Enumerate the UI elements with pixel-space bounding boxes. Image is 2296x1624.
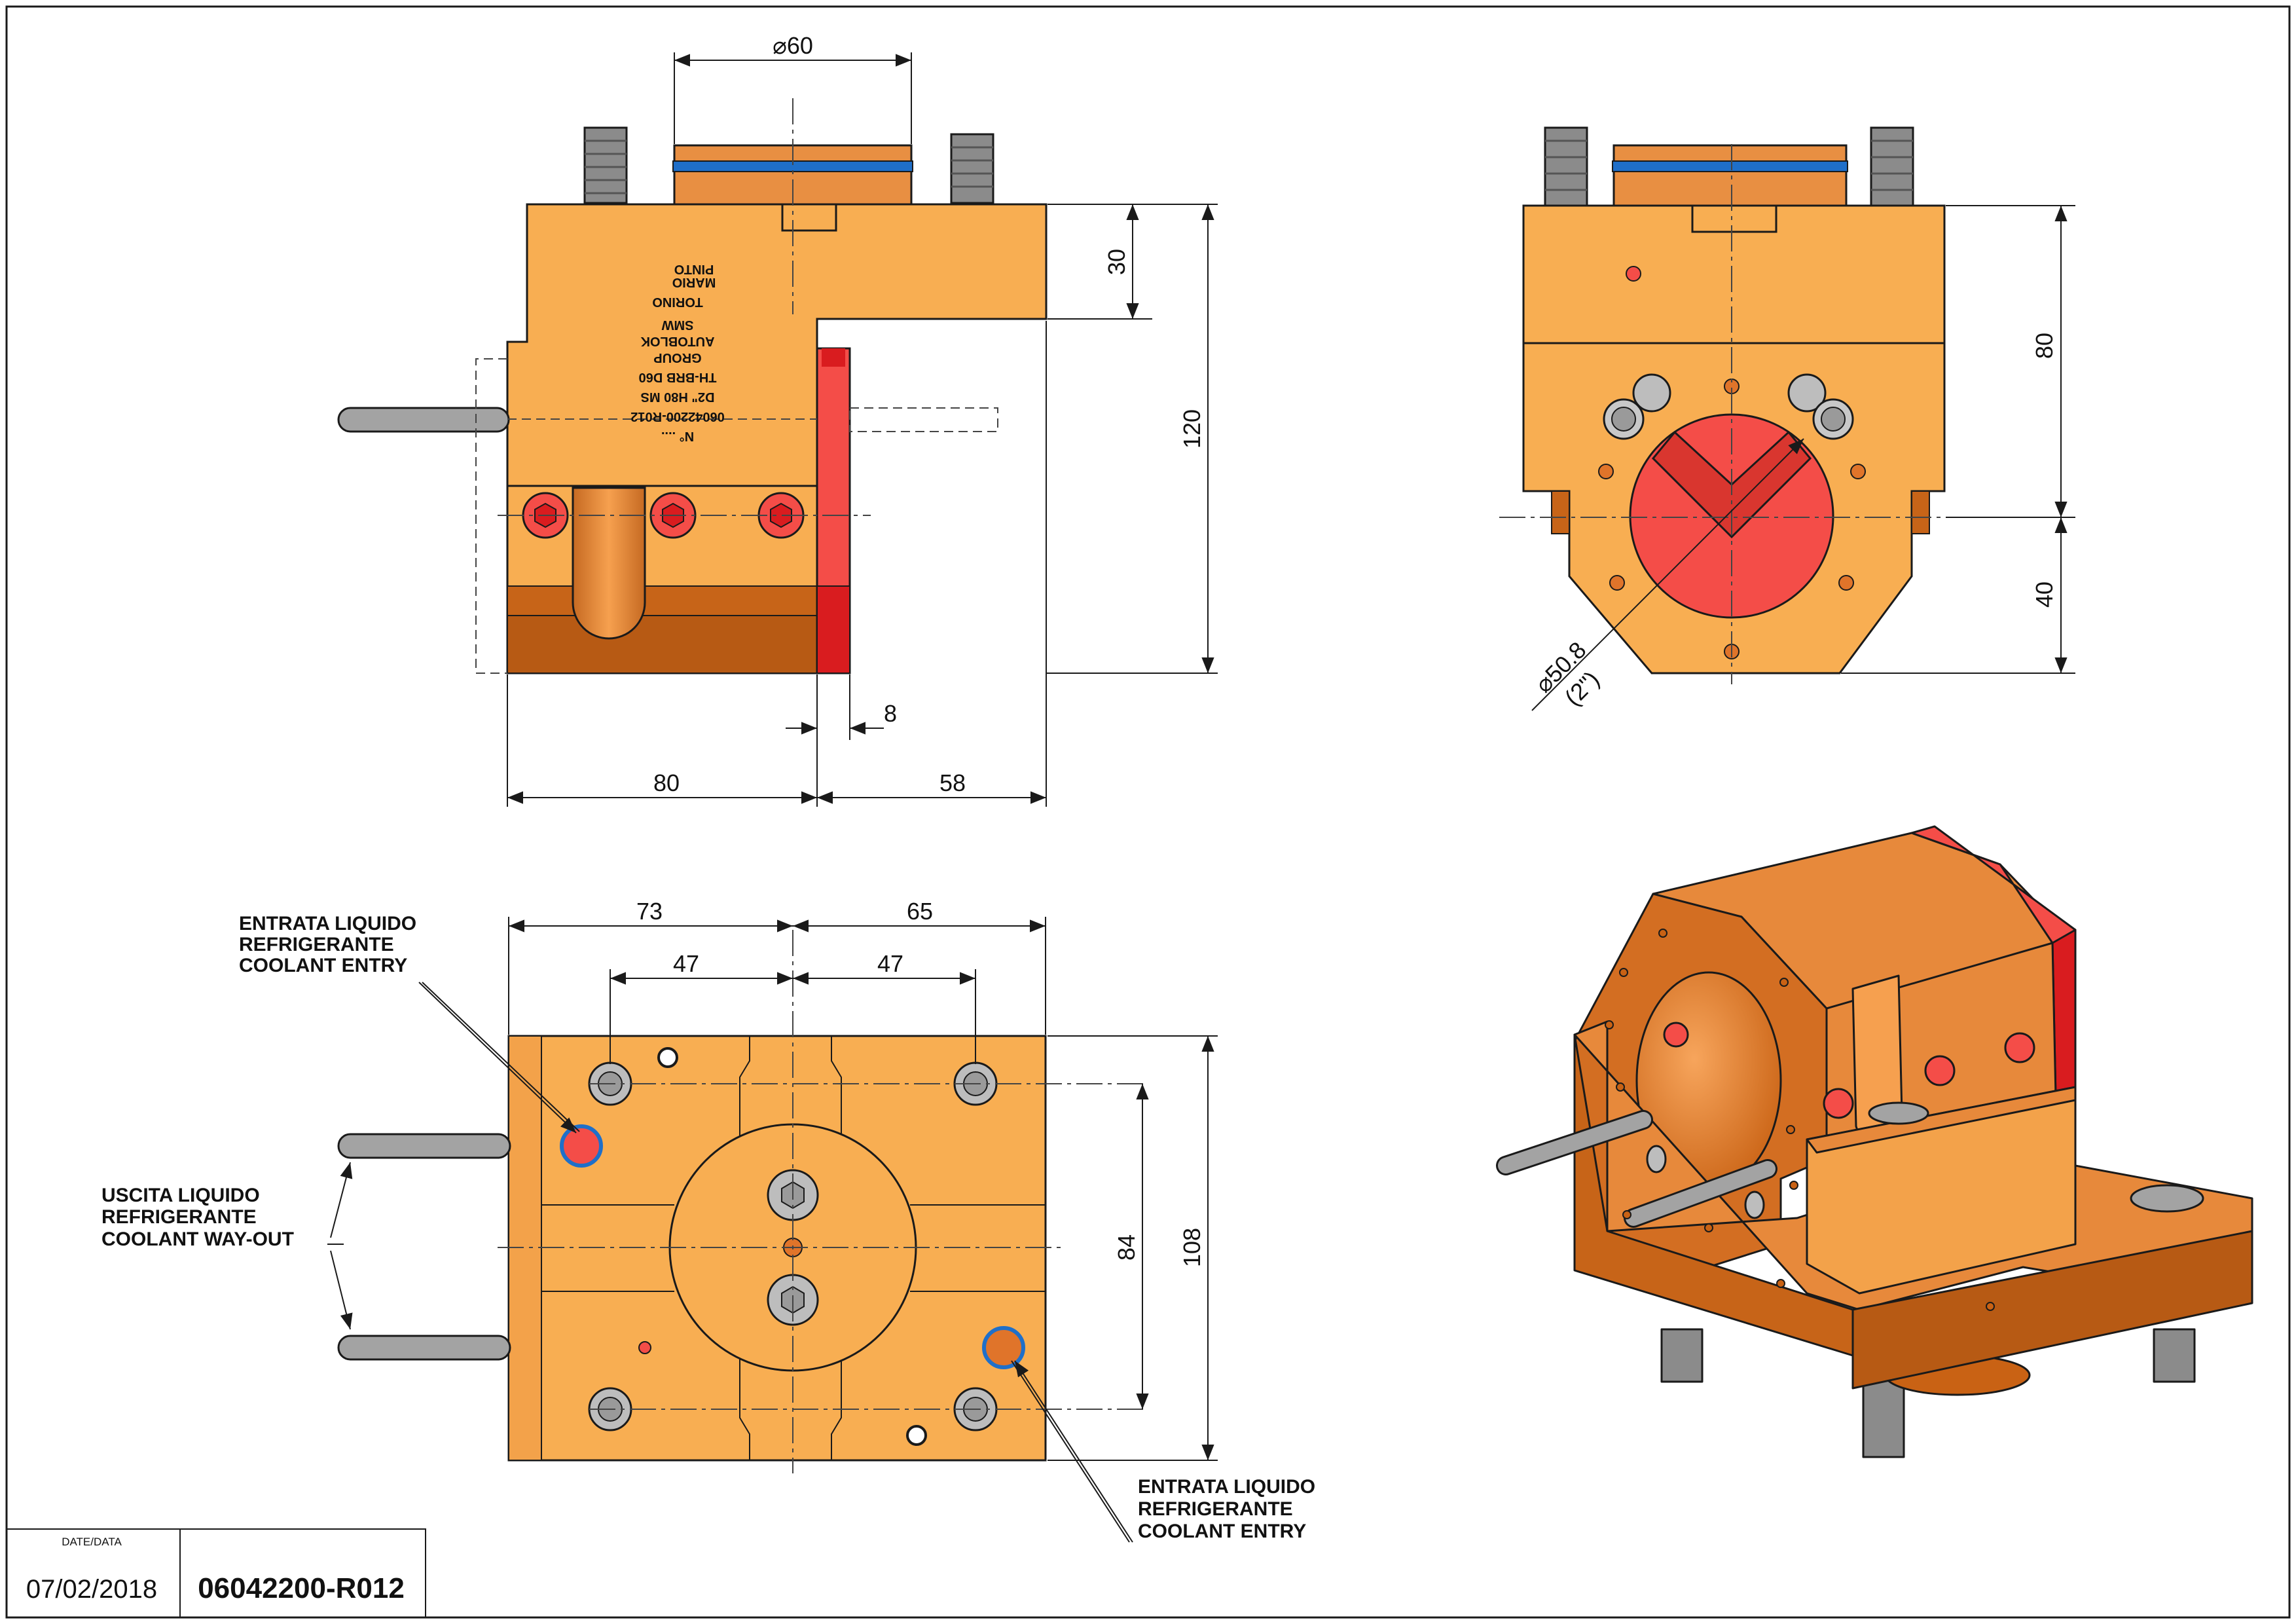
screw-icon [1787, 373, 1827, 413]
dim-30: 30 [1103, 249, 1130, 275]
engraving-line: D2" H80 MS [641, 390, 715, 404]
callout-wayout: USCITA LIQUIDO REFRIGERANTE COOLANT WAY-… [101, 1185, 294, 1250]
isometric-view [1496, 825, 2253, 1458]
front-view: N° .... 06042200-R012 D2" H80 MS TH-BRB … [337, 32, 1218, 807]
stud-right [950, 133, 994, 204]
date-value: 07/02/2018 [26, 1575, 157, 1604]
dim-58: 58 [939, 769, 966, 796]
dim-84: 84 [1113, 1234, 1140, 1261]
dim-73: 73 [636, 898, 663, 925]
date-label: DATE/DATA [62, 1536, 122, 1548]
svg-text:ENTRATA LIQUIDO: ENTRATA LIQUIDO [1138, 1476, 1315, 1498]
engraving-line: N° .... [661, 429, 694, 443]
dim-80: 80 [653, 769, 680, 796]
coolant-entry-port [982, 1326, 1025, 1369]
dim-47-left: 47 [673, 950, 699, 977]
front-bottom-band-1 [507, 585, 818, 616]
stud-left [1544, 126, 1588, 208]
svg-text:REFRIGERANTE: REFRIGERANTE [101, 1206, 257, 1228]
stud-right [1870, 126, 1914, 208]
dim-dia-60: ⌀60 [773, 32, 813, 59]
sheet-border [5, 5, 2291, 1619]
dim-65: 65 [907, 898, 933, 925]
top-view: 73 65 47 47 84 108 [327, 898, 1218, 1543]
o-ring [1612, 160, 1848, 172]
front-bolts [522, 492, 805, 539]
coolant-wayout-pipe-bottom [337, 1335, 511, 1361]
hex-bolt-icon [1663, 1022, 1689, 1048]
engraving-line: PINTO [674, 262, 714, 276]
engraving-line: 06042200-R012 [630, 409, 724, 424]
svg-text:USCITA LIQUIDO: USCITA LIQUIDO [101, 1185, 260, 1206]
screw-icon [1632, 373, 1671, 413]
drawing-code: 06042200-R012 [198, 1572, 405, 1604]
engraving-line: GROUP [653, 350, 701, 365]
coolant-entry-plug [560, 1124, 603, 1168]
top-collar [1613, 144, 1848, 207]
svg-text:COOLANT WAY-OUT: COOLANT WAY-OUT [101, 1228, 294, 1250]
engraving-line: AUTOBLOK [640, 334, 715, 348]
iso-base-side [1851, 1230, 2253, 1390]
dim-8: 8 [884, 700, 897, 727]
dim-80-side: 80 [2031, 333, 2058, 359]
title-block: DATE/DATA 07/02/2018 06042200-R012 [6, 1528, 426, 1618]
engraving-line: MARIO [672, 275, 716, 289]
dim-108: 108 [1178, 1228, 1205, 1267]
dim-40-side: 40 [2031, 581, 2058, 608]
svg-text:COOLANT ENTRY: COOLANT ENTRY [239, 955, 407, 976]
hex-bolt-icon [2004, 1032, 2035, 1063]
hex-bolt-icon [1924, 1055, 1956, 1086]
coolant-wayout-pipe-top [337, 1133, 511, 1159]
hex-bolt-icon [1823, 1088, 1854, 1119]
engraving-block: N° .... 06042200-R012 D2" H80 MS TH-BRB … [630, 262, 724, 443]
side-screws [1603, 373, 1854, 440]
front-bottom-band-2 [507, 615, 818, 674]
dim-47-right: 47 [877, 950, 903, 977]
svg-text:COOLANT ENTRY: COOLANT ENTRY [1138, 1521, 1306, 1542]
stud-left [583, 126, 628, 204]
engraving-line: TH-BRB D60 [639, 370, 717, 384]
callout-entry-bottom: ENTRATA LIQUIDO REFRIGERANTE COOLANT ENT… [1138, 1476, 1315, 1542]
svg-text:REFRIGERANTE: REFRIGERANTE [1138, 1498, 1293, 1520]
engraving-line: TORINO [652, 295, 702, 309]
callout-entry-top: ENTRATA LIQUIDO REFRIGERANTE COOLANT ENT… [239, 913, 416, 976]
coolant-pipe [337, 407, 510, 433]
side-view: 80 40 ⌀50.8 (2") [1499, 126, 2075, 711]
dim-120: 120 [1178, 409, 1205, 449]
coolant-slot [572, 487, 646, 640]
engraving-line: SMW [661, 318, 693, 332]
svg-text:REFRIGERANTE: REFRIGERANTE [239, 934, 394, 955]
svg-text:ENTRATA LIQUIDO: ENTRATA LIQUIDO [239, 913, 416, 934]
